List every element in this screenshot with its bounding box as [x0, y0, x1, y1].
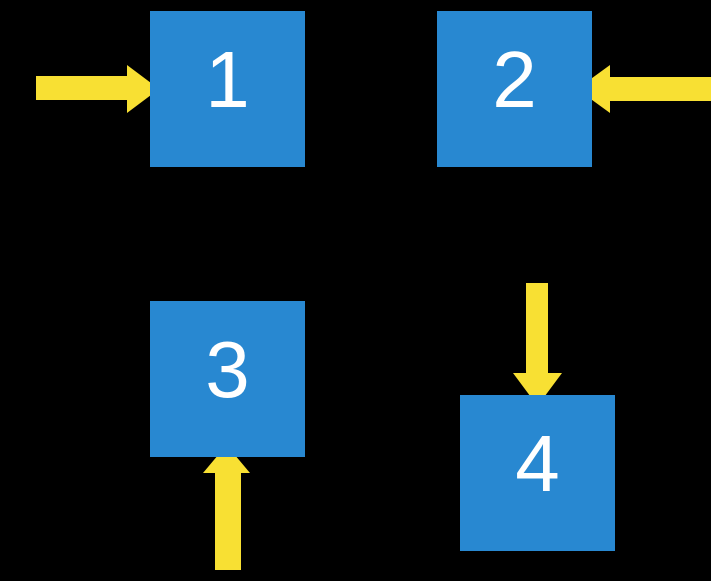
box-3-label: 3	[205, 325, 250, 414]
box-1-label: 1	[205, 35, 250, 124]
arrow-left-icon	[577, 65, 711, 113]
arrow-up-icon	[203, 445, 250, 570]
box-2-label: 2	[492, 35, 537, 124]
box-4-label: 4	[515, 419, 560, 508]
box-3: 3	[150, 301, 305, 457]
arrow-down-icon	[513, 283, 562, 406]
box-2: 2	[437, 11, 592, 167]
box-1: 1	[150, 11, 305, 167]
arrow-right-icon	[36, 65, 159, 113]
box-4: 4	[460, 395, 615, 551]
